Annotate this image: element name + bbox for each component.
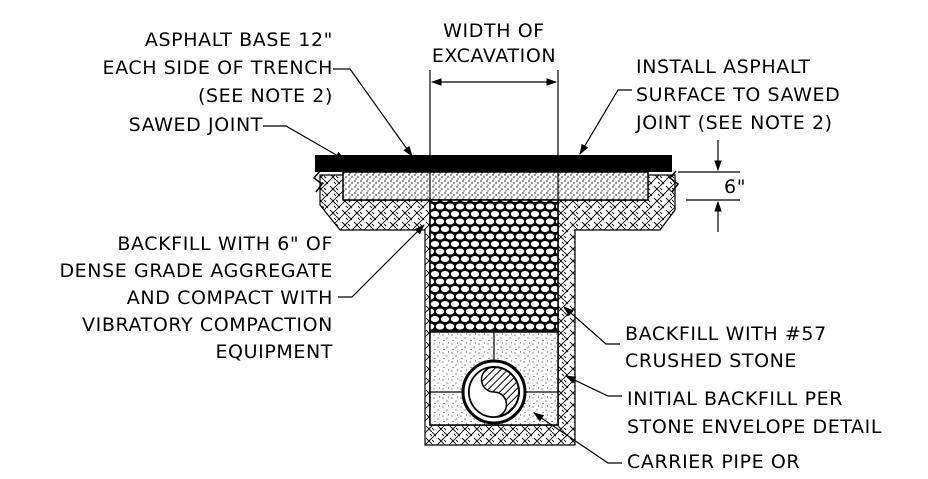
sawed-joint-label: SAWED JOINT — [129, 114, 263, 136]
asphalt-surface — [315, 155, 672, 172]
carrier-pipe-icon — [461, 359, 527, 425]
crushed-stone-layer — [429, 199, 559, 333]
backfill-dense-grade-label-line3: AND COMPACT WITH — [127, 287, 333, 309]
backfill-57-label-line2: CRUSHED STONE — [625, 350, 797, 372]
install-asphalt-label-line2: SURFACE TO SAWED — [636, 84, 840, 106]
asphalt-base-label-line1: ASPHALT BASE 12" — [145, 29, 333, 51]
backfill-dense-grade-label-line5: EQUIPMENT — [215, 341, 333, 363]
backfill-dense-grade-label-line1: BACKFILL WITH 6" OF — [117, 233, 333, 255]
backfill-57-label-line1: BACKFILL WITH #57 — [625, 323, 827, 345]
break-line-left — [312, 170, 324, 193]
initial-backfill-label-line1: INITIAL BACKFILL PER — [627, 388, 843, 410]
width-of-excavation-label-line1: WIDTH OF — [443, 20, 545, 42]
asphalt-base-label-line3: (SEE NOTE 2) — [198, 85, 333, 107]
asphalt-base-label-line2: EACH SIDE OF TRENCH — [102, 57, 333, 79]
asphalt-base-layer — [342, 171, 649, 201]
initial-backfill-label-line2: STONE ENVELOPE DETAIL — [627, 416, 882, 438]
backfill-dense-grade-label-line2: DENSE GRADE AGGREGATE — [59, 260, 333, 282]
break-line-right — [668, 170, 680, 193]
backfill-dense-grade-label-line4: VIBRATORY COMPACTION — [82, 314, 333, 336]
dimension-6in-label: 6" — [724, 176, 746, 198]
install-asphalt-label-line1: INSTALL ASPHALT — [636, 56, 811, 78]
width-of-excavation-label-line2: EXCAVATION — [432, 45, 556, 67]
carrier-pipe-label: CARRIER PIPE OR — [627, 451, 800, 473]
install-asphalt-label-line3: JOINT (SEE NOTE 2) — [635, 112, 833, 134]
